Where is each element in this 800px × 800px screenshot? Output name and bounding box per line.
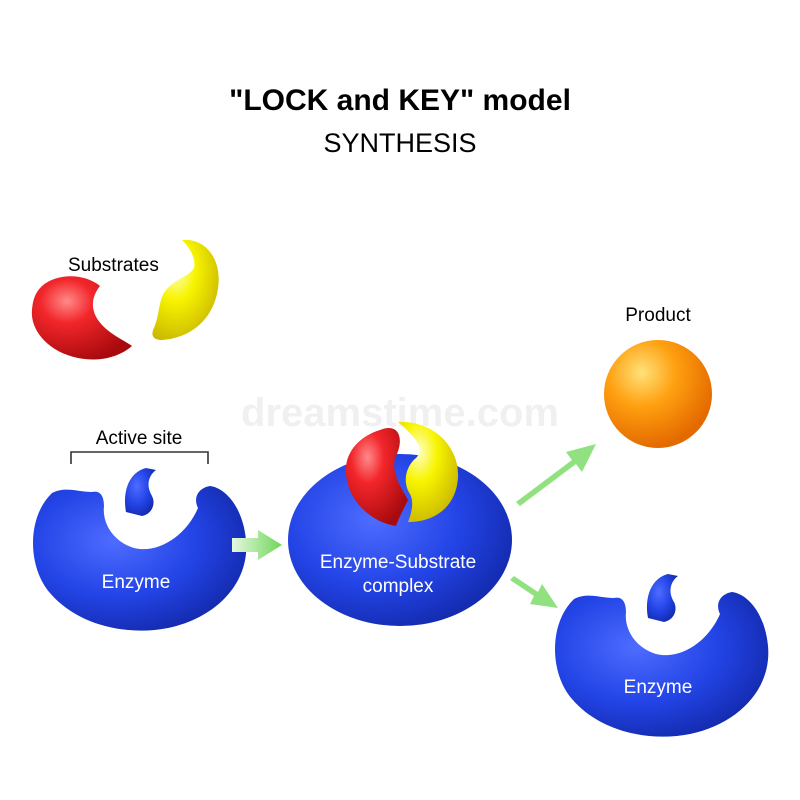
active-site-bracket [70,451,209,464]
yellow-substrate-icon [152,239,219,340]
diagram-subtitle: SYNTHESIS [323,128,476,158]
green-arrow-icon [516,444,596,506]
watermark: dreamstime.com [241,391,559,435]
diagram-title: "LOCK and KEY" model [229,84,571,117]
enzyme-substrate-complex-icon [288,421,512,626]
complex-label-line1: Enzyme-Substrate [320,552,476,573]
complex-label-line2: complex [363,576,434,597]
active-site-label: Active site [96,428,183,449]
enzyme-left-icon [33,468,247,631]
substrates-label: Substrates [68,255,159,276]
product-label: Product [625,305,691,326]
enzyme-right-label: Enzyme [624,677,693,698]
green-arrow-icon [510,576,558,608]
product-sphere-icon [604,340,712,448]
enzyme-right-icon [555,574,769,737]
red-substrate-icon [31,276,132,360]
enzyme-left-label: Enzyme [102,572,171,593]
green-arrow-icon [232,530,282,560]
